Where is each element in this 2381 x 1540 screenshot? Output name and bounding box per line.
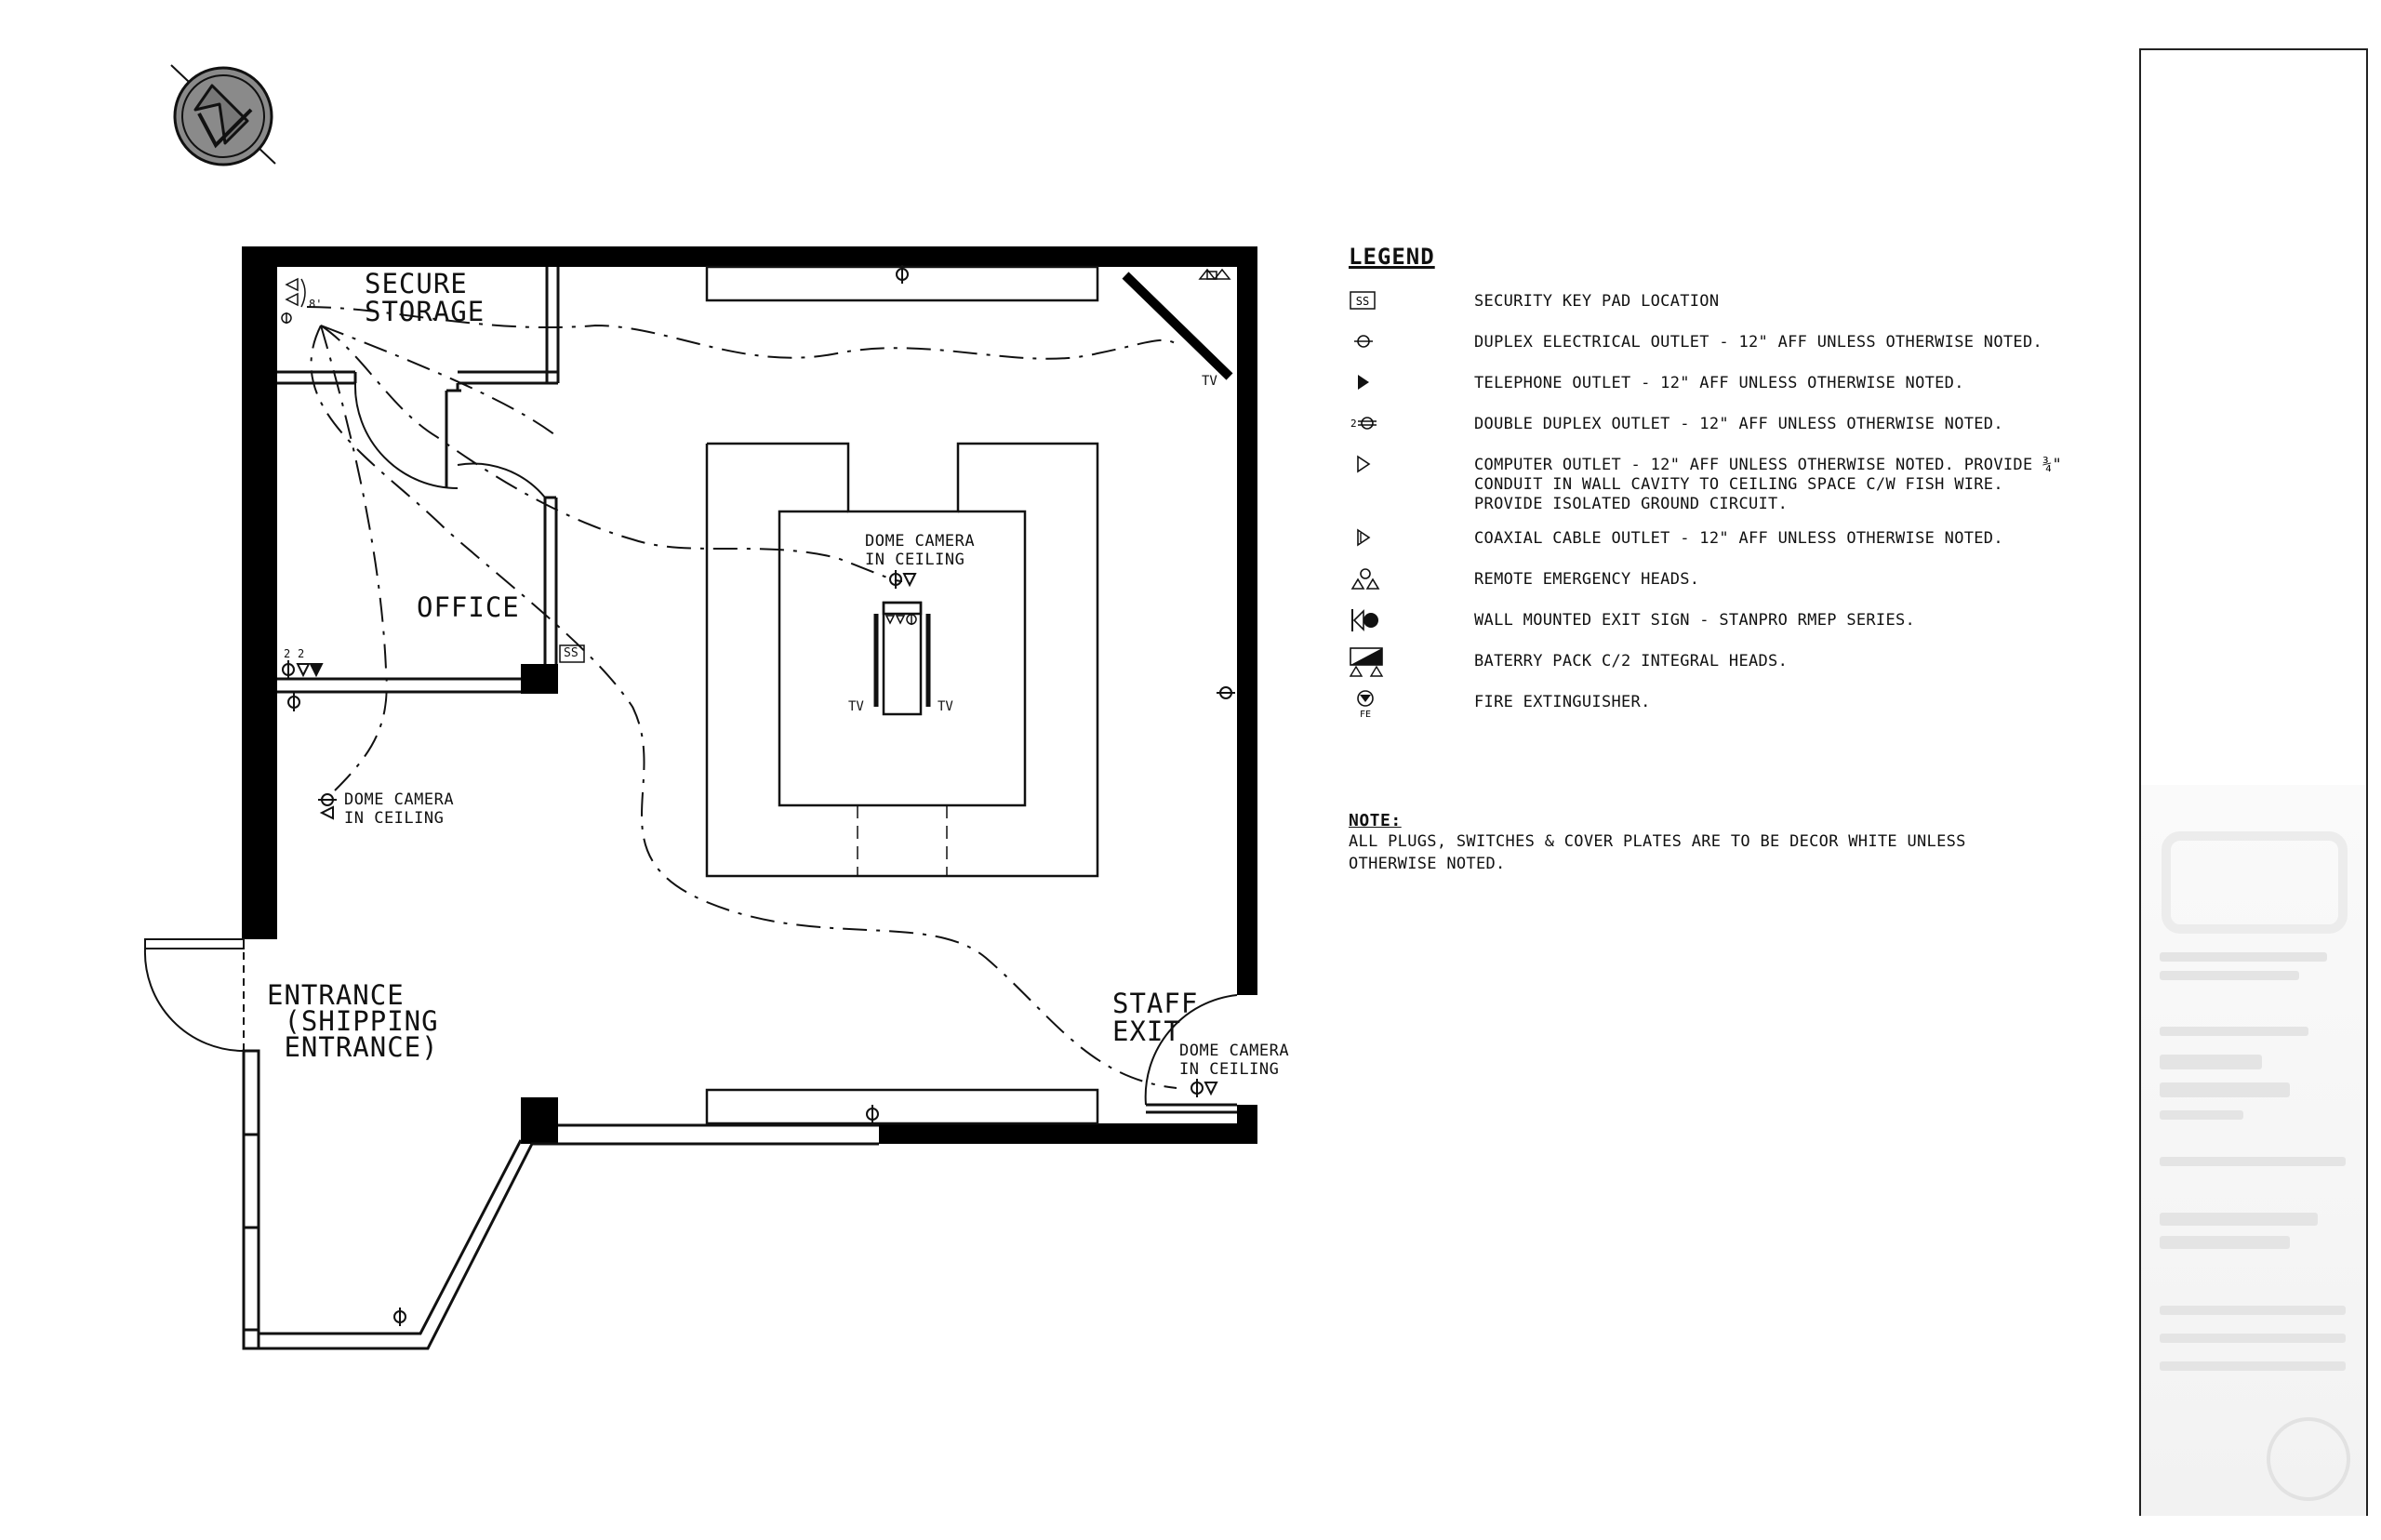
dome-camera-exit-icon (1190, 1079, 1218, 1097)
computer-outlet-icon (1349, 450, 1474, 480)
legend-item: BATERRY PACK C/2 INTEGRAL HEADS. (1349, 646, 2074, 677)
legend-item: REMOTE EMERGENCY HEADS. (1349, 564, 2074, 594)
height-mark-label: 8' (309, 298, 323, 311)
legend-item: FE FIRE EXTINGUISHER. (1349, 687, 2074, 720)
duplex-outlet-icon (393, 1308, 406, 1326)
fire-extinguisher-icon: FE (1349, 687, 1474, 720)
casework (705, 265, 1099, 1125)
legend-item-text: DUPLEX ELECTRICAL OUTLET - 12" AFF UNLES… (1474, 333, 2043, 352)
exit-sign-icon (1349, 605, 1474, 635)
note-title: NOTE: (1349, 811, 1402, 830)
legend-item-text: WALL MOUNTED EXIT SIGN - STANPRO RMEP SE… (1474, 611, 1916, 630)
interior-walls (242, 267, 1237, 1350)
security-keypad-icon: SS (1349, 286, 1474, 316)
coaxial-outlet-icon (1349, 524, 1474, 553)
north-arrow-icon (170, 64, 276, 166)
legend-item-text: COAXIAL CABLE OUTLET - 12" AFF UNLESS OT… (1474, 529, 2003, 548)
corner-emergency-heads-icon (1198, 268, 1231, 280)
legend-items: SS SECURITY KEY PAD LOCATION DUPLEX ELECTR… (1349, 286, 2074, 720)
office-outlet-count-b: 2 (298, 647, 305, 660)
legend-item-text: BATERRY PACK C/2 INTEGRAL HEADS. (1474, 652, 1789, 670)
legend-item: WALL MOUNTED EXIT SIGN - STANPRO RMEP SE… (1349, 605, 2074, 635)
exterior-walls (242, 246, 1257, 1144)
tv-left-label: TV (848, 699, 864, 714)
duplex-outlet-icon (287, 693, 300, 711)
tv-stand-outlets-icon (885, 614, 917, 625)
office-outlet-cluster-icon (282, 660, 324, 679)
double-duplex-outlet-icon: 2 (1349, 409, 1474, 439)
legend-item: COMPUTER OUTLET - 12" AFF UNLESS OTHERWI… (1349, 450, 2074, 514)
legend-item: DUPLEX ELECTRICAL OUTLET - 12" AFF UNLES… (1349, 327, 2074, 357)
legend-item-text: DOUBLE DUPLEX OUTLET - 12" AFF UNLESS OT… (1474, 415, 2003, 433)
room-label-staff-exit: STAFF EXIT (1112, 988, 1199, 1047)
dome-camera-center-label: DOME CAMERA IN CEILING (865, 532, 976, 569)
dome-camera-exit-label: DOME CAMERA IN CEILING (1179, 1042, 1290, 1079)
firm-logo-blurred (2162, 831, 2348, 934)
legend-glyph: SS (1356, 295, 1369, 308)
keypad-label: SS (564, 646, 579, 660)
dome-camera-office-icon (318, 793, 337, 820)
legend-item-text: COMPUTER OUTLET - 12" AFF UNLESS OTHERWI… (1474, 456, 2063, 513)
legend-item: TELEPHONE OUTLET - 12" AFF UNLESS OTHERW… (1349, 368, 2074, 398)
note-text: ALL PLUGS, SWITCHES & COVER PLATES ARE T… (1349, 832, 1966, 873)
title-block (2139, 48, 2368, 1516)
legend-item-text: FIRE EXTINGUISHER. (1474, 693, 1651, 711)
floor-plan (143, 64, 1257, 1350)
note-block: NOTE: ALL PLUGS, SWITCHES & COVER PLATES… (1349, 811, 2055, 875)
duplex-outlet-icon (896, 265, 909, 284)
storage-emergency-icon (281, 277, 306, 324)
dome-camera-center-icon (889, 570, 917, 589)
tv-corner-label: TV (1202, 374, 1217, 389)
office-outlet-count-a: 2 (284, 647, 291, 660)
tv-right-label: TV (938, 699, 953, 714)
camera-wiring (306, 306, 1177, 1089)
room-label-entrance: ENTRANCE (SHIPPING ENTRANCE) (267, 979, 439, 1063)
legend-glyph: 2 (1350, 418, 1357, 430)
legend-glyph: FE (1360, 710, 1371, 720)
dome-camera-office-label: DOME CAMERA IN CEILING (344, 790, 455, 828)
legend-item-text: SECURITY KEY PAD LOCATION (1474, 292, 1720, 311)
duplex-outlet-icon (1349, 327, 1474, 357)
emergency-heads-icon (1349, 564, 1474, 594)
duplex-outlet-icon (866, 1105, 879, 1123)
legend-item-text: TELEPHONE OUTLET - 12" AFF UNLESS OTHERW… (1474, 374, 1964, 392)
corner-tv (1122, 272, 1233, 380)
legend-item: SS SECURITY KEY PAD LOCATION (1349, 286, 2074, 316)
title-block-blurred-area (2141, 785, 2366, 1516)
keypad-office-icon (559, 644, 585, 663)
duplex-outlets (287, 265, 1235, 1326)
duplex-outlet-icon (1217, 686, 1235, 699)
telephone-outlet-icon (1349, 368, 1474, 398)
legend-item: 2 DOUBLE DUPLEX OUTLET - 12" AFF UNLESS O… (1349, 409, 2074, 439)
legend-item-text: REMOTE EMERGENCY HEADS. (1474, 570, 1700, 589)
title-block-stamp-blurred (2267, 1417, 2350, 1501)
doors (143, 382, 1238, 1106)
legend-title: LEGEND (1349, 244, 1435, 270)
room-label-office: OFFICE (417, 591, 520, 623)
battery-pack-icon (1349, 646, 1474, 677)
legend-item: COAXIAL CABLE OUTLET - 12" AFF UNLESS OT… (1349, 524, 2074, 553)
room-label-secure-storage: SECURE STORAGE (365, 268, 486, 327)
legend: LEGEND SS SECURITY KEY PAD LOCATION DUPLEX… (1349, 244, 2074, 728)
